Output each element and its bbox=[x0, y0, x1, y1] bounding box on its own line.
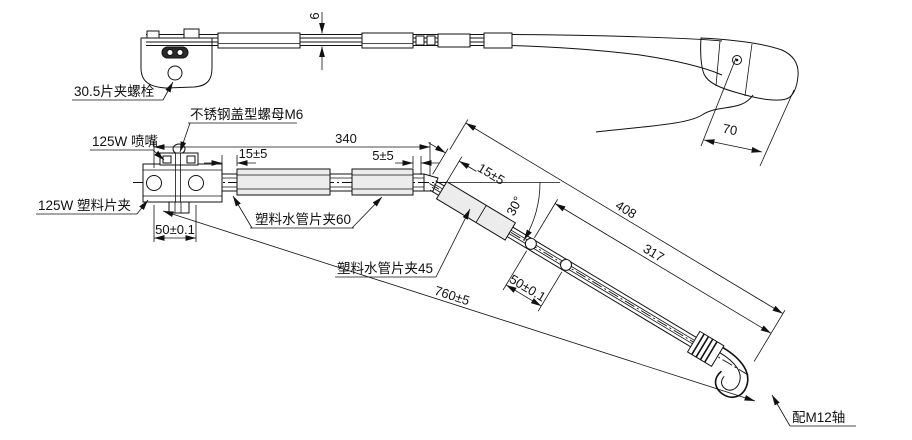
label-water-tube-clamp-60: 塑料水管片夹60 bbox=[255, 212, 351, 227]
dim-clamp-to-bend-gap: 5±5 bbox=[372, 148, 394, 163]
lock-nut bbox=[168, 201, 190, 214]
tube-clamp bbox=[217, 32, 301, 49]
dim-hole-spacing-head: 50±0.1 bbox=[155, 222, 195, 237]
water-tube-clamp-60 bbox=[351, 168, 414, 196]
label-blade-clamp-bolt: 30.5片夹螺栓 bbox=[74, 84, 155, 99]
dim-straight-section: 340 bbox=[335, 131, 357, 146]
dim-head-to-clamp-gap: 15±5 bbox=[239, 146, 268, 161]
head-tab bbox=[146, 30, 160, 39]
head-slot bbox=[161, 46, 189, 59]
tube-clamp bbox=[361, 32, 414, 49]
tube-clamp bbox=[483, 32, 513, 49]
head-hole bbox=[146, 175, 162, 191]
tube-clamp bbox=[437, 33, 471, 48]
label-water-tube-clamp-45: 塑料水管片夹45 bbox=[337, 261, 433, 276]
top-view: 6 70 30.5片夹螺栓 bbox=[72, 12, 799, 167]
label-plastic-blade-clamp: 125W 塑料片夹 bbox=[38, 198, 131, 213]
dim-head-width: 70 bbox=[722, 121, 739, 138]
head-tab bbox=[183, 28, 200, 39]
dim-tube-thickness: 6 bbox=[307, 12, 322, 19]
pivot-head-outline bbox=[140, 37, 213, 89]
label-nozzle-125w: 125W 喷嘴 bbox=[92, 134, 158, 149]
head-hole bbox=[188, 175, 204, 191]
arm-head-outline bbox=[700, 37, 799, 101]
water-tube-clamp-60 bbox=[236, 168, 331, 196]
blade-clamp-bolt-hole bbox=[167, 65, 183, 81]
label-shaft-fit: 配M12轴 bbox=[792, 410, 845, 425]
label-cap-nut-m6: 不锈钢盖型螺母M6 bbox=[190, 107, 303, 122]
